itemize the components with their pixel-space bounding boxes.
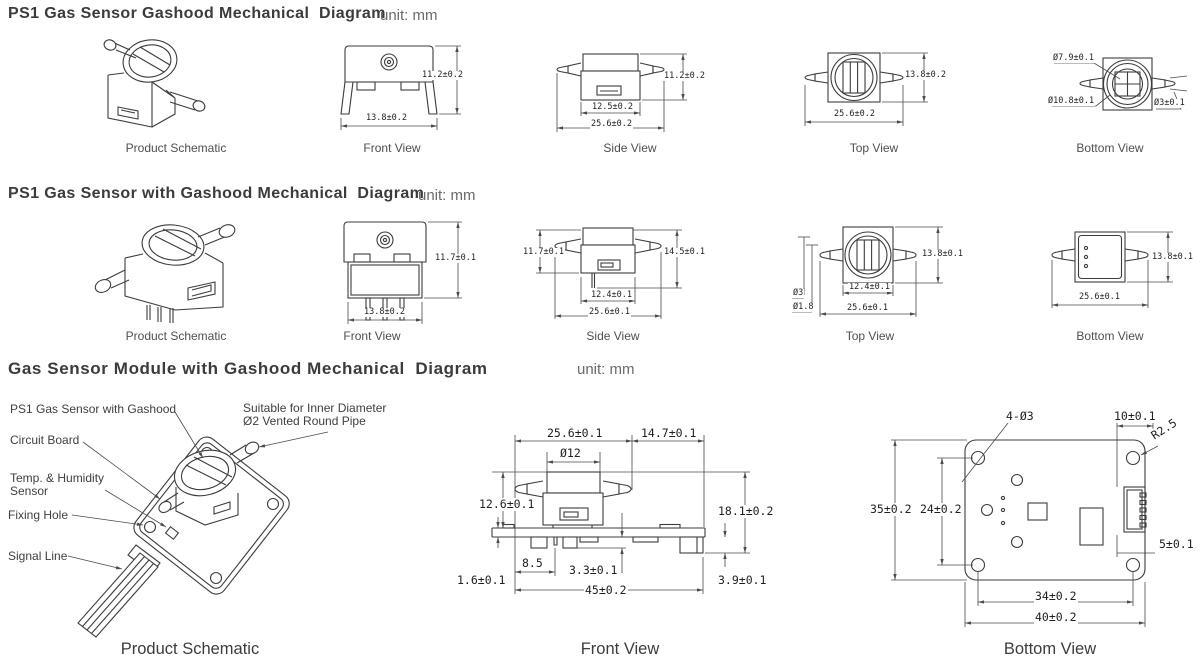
dim-s2-bottom-height: 13.8±0.1 bbox=[1151, 252, 1194, 263]
s2-caption-bottom: Bottom View bbox=[1076, 329, 1144, 343]
dim-s2-side-width: 25.6±0.1 bbox=[588, 307, 631, 318]
section1-unit: unit: mm bbox=[380, 7, 438, 24]
s2-front-view-drawing bbox=[343, 221, 462, 324]
s3-front-view-figure: 25.6±0.1 14.7±0.1 Ø12 12.6±0.1 18.1±0.2 … bbox=[440, 390, 800, 630]
dim-s2-front-height: 11.7±0.1 bbox=[434, 253, 477, 264]
s1-bottom-view-drawing bbox=[1052, 57, 1188, 111]
dim-s3-front-height-left: 12.6±0.1 bbox=[478, 497, 536, 511]
s2-caption-side: Side View bbox=[586, 329, 640, 343]
s3-caption-bottom: Bottom View bbox=[1003, 640, 1097, 658]
s3-bottom-view-drawing bbox=[891, 420, 1159, 627]
dim-s3-bottom-connector-offset: 10±0.1 bbox=[1113, 409, 1157, 423]
s1-front-view-drawing bbox=[340, 45, 461, 130]
dim-s3-bottom-connector-edge: 5±0.1 bbox=[1158, 537, 1195, 551]
s1-top-view-drawing bbox=[804, 52, 928, 126]
dim-s2-side-height-left: 11.7±0.1 bbox=[522, 247, 565, 258]
dim-s2-top-height: 13.8±0.1 bbox=[921, 249, 964, 260]
dim-s3-front-pin-offset: 8.5 bbox=[521, 556, 544, 570]
label-temp-humidity: Temp. & Humidity Sensor bbox=[10, 471, 105, 498]
dim-s2-bottom-width: 25.6±0.1 bbox=[1078, 292, 1121, 303]
dim-s2-side-inner-width: 12.4±0.1 bbox=[590, 290, 633, 301]
dim-s1-top-width: 25.6±0.2 bbox=[833, 109, 876, 120]
dim-s2-front-width: 13.8±0.2 bbox=[363, 307, 406, 318]
dim-s3-front-height-right: 18.1±0.2 bbox=[717, 504, 775, 518]
label-circuit-board: Circuit Board bbox=[10, 433, 80, 447]
s1-caption-side: Side View bbox=[603, 141, 657, 155]
section3-unit: unit: mm bbox=[577, 361, 635, 378]
s2-caption-front: Front View bbox=[343, 329, 401, 343]
section2-title: PS1 Gas Sensor with Gashood Mechanical D… bbox=[8, 185, 425, 202]
dim-s1-side-width: 25.6±0.2 bbox=[590, 119, 633, 130]
label-pipe-note: Suitable for Inner Diameter Ø2 Vented Ro… bbox=[243, 401, 387, 428]
s2-product-schematic-figure bbox=[55, 212, 305, 332]
section1-title: PS1 Gas Sensor Gashood Mechanical Diagra… bbox=[8, 5, 386, 22]
s1-bottom-view-figure: Ø7.9±0.1 Ø10.8±0.1 Ø3±0.1 bbox=[1030, 35, 1195, 140]
s2-caption-top: Top View bbox=[845, 329, 895, 343]
dim-s1-bottom-ring-dia: Ø10.8±0.1 bbox=[1047, 96, 1096, 107]
s2-bottom-view-figure: 13.8±0.1 25.6±0.1 bbox=[1030, 222, 1195, 322]
dim-s3-front-top-width: 25.6±0.1 bbox=[546, 426, 604, 440]
dim-s1-side-height: 11.2±0.2 bbox=[663, 71, 706, 82]
s3-caption-schematic: Product Schematic bbox=[120, 640, 260, 658]
s3-product-schematic-figure: PS1 Gas Sensor with Gashood Circuit Boar… bbox=[0, 395, 420, 650]
dim-s3-bottom-mount-holes: 4-Ø3 bbox=[1005, 409, 1035, 423]
dim-s3-bottom-hole-spacing-h: 34±0.2 bbox=[1034, 589, 1078, 603]
s2-caption-schematic: Product Schematic bbox=[125, 329, 227, 343]
dim-s3-front-board-thickness: 1.6±0.1 bbox=[456, 573, 507, 587]
s1-front-view-figure: 11.2±0.2 13.8±0.2 bbox=[335, 40, 470, 135]
s3-bottom-view-figure: 4-Ø3 10±0.1 R2.5 35±0.2 24±0.2 5±0.1 34±… bbox=[855, 390, 1200, 635]
dim-s1-side-inner-width: 12.5±0.2 bbox=[591, 102, 634, 113]
s2-bottom-view-drawing bbox=[1051, 231, 1173, 308]
s1-top-view-figure: 13.8±0.2 25.6±0.2 bbox=[800, 40, 950, 135]
dim-s2-top-nozzle-outer: Ø3 bbox=[792, 288, 805, 299]
dim-s2-top-width: 25.6±0.1 bbox=[846, 303, 889, 314]
dim-s1-top-height: 13.8±0.2 bbox=[904, 70, 947, 81]
s2-top-view-figure: 13.8±0.1 12.4±0.1 25.6±0.1 Ø3 Ø1.8 bbox=[790, 215, 990, 323]
dim-s1-bottom-nozzle-dia: Ø3±0.1 bbox=[1153, 98, 1186, 109]
section2-unit: unit: mm bbox=[418, 187, 476, 204]
dim-s1-bottom-inner-dia: Ø7.9±0.1 bbox=[1052, 53, 1095, 64]
s1-product-schematic-drawing bbox=[103, 39, 206, 128]
dim-s3-front-component-height: 3.3±0.1 bbox=[568, 563, 619, 577]
dim-s3-bottom-board-height: 35±0.2 bbox=[869, 502, 913, 516]
s1-caption-schematic: Product Schematic bbox=[125, 141, 227, 155]
s3-caption-front: Front View bbox=[580, 640, 660, 658]
label-sensor: PS1 Gas Sensor with Gashood bbox=[10, 402, 177, 416]
dim-s2-top-nozzle-inner: Ø1.8 bbox=[792, 302, 815, 313]
dim-s2-top-inner-width: 12.4±0.1 bbox=[848, 282, 891, 293]
s1-caption-front: Front View bbox=[363, 141, 421, 155]
s1-product-schematic-figure bbox=[100, 32, 250, 137]
s1-caption-top: Top View bbox=[849, 141, 899, 155]
dim-s3-front-bottom-clearance: 3.9±0.1 bbox=[717, 573, 768, 587]
dim-s3-bottom-board-width: 40±0.2 bbox=[1034, 610, 1078, 624]
section3-title: Gas Sensor Module with Gashood Mechanica… bbox=[8, 359, 488, 378]
s2-product-schematic-drawing bbox=[94, 224, 236, 323]
s2-top-view-drawing bbox=[792, 226, 943, 317]
dim-s3-front-top-width-right: 14.7±0.1 bbox=[640, 426, 698, 440]
s1-caption-bottom: Bottom View bbox=[1076, 141, 1144, 155]
dim-s3-bottom-hole-spacing-v: 24±0.2 bbox=[919, 502, 963, 516]
s1-side-view-figure: 11.2±0.2 12.5±0.2 25.6±0.2 bbox=[545, 40, 715, 135]
dim-s3-front-total-width: 45±0.2 bbox=[584, 583, 628, 597]
s3-product-schematic-drawing bbox=[67, 411, 329, 638]
dim-s2-side-height-right: 14.5±0.1 bbox=[663, 247, 706, 258]
label-fixing-hole: Fixing Hole bbox=[8, 508, 69, 522]
s2-side-view-figure: 11.7±0.1 14.5±0.1 12.4±0.1 25.6±0.1 bbox=[520, 225, 710, 333]
dim-s1-front-height: 11.2±0.2 bbox=[421, 70, 464, 81]
label-signal-line: Signal Line bbox=[8, 549, 68, 563]
dim-s1-front-width: 13.8±0.2 bbox=[365, 113, 408, 124]
s2-front-view-figure: 11.7±0.1 13.8±0.2 bbox=[330, 218, 480, 330]
dim-s3-front-hood-dia: Ø12 bbox=[559, 446, 582, 460]
